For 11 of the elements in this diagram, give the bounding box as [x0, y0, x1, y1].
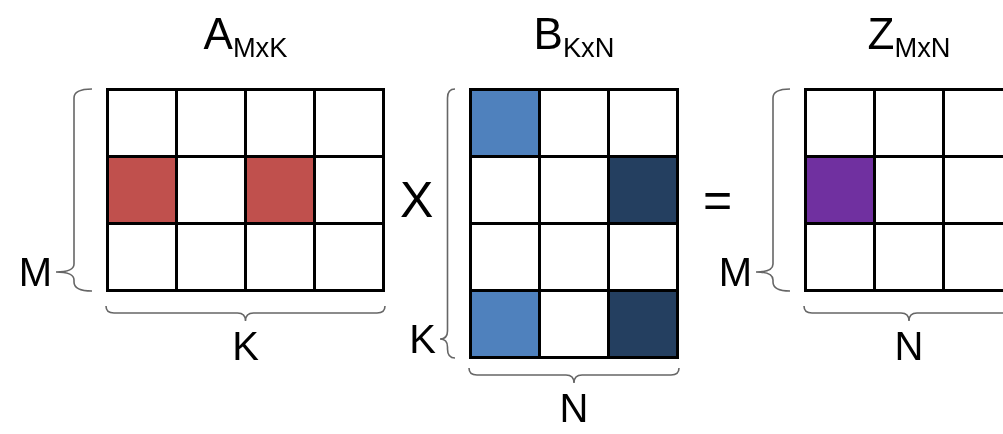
dimension-label: M: [718, 250, 752, 294]
dimension-label: K: [231, 324, 260, 368]
dimension-label: K: [409, 317, 436, 361]
matrix-title: A$_{MxK}$: [202, 8, 289, 66]
dimension-label: M: [18, 250, 52, 294]
matrix-title: B$_{KxN}$: [532, 8, 616, 66]
dimension-label: N: [893, 324, 925, 368]
matrix-title: Z$_{MxN}$: [866, 8, 952, 66]
dimension-label: N: [558, 386, 590, 430]
operator-symbol: X: [400, 171, 434, 230]
operator-symbol: =: [703, 171, 733, 230]
